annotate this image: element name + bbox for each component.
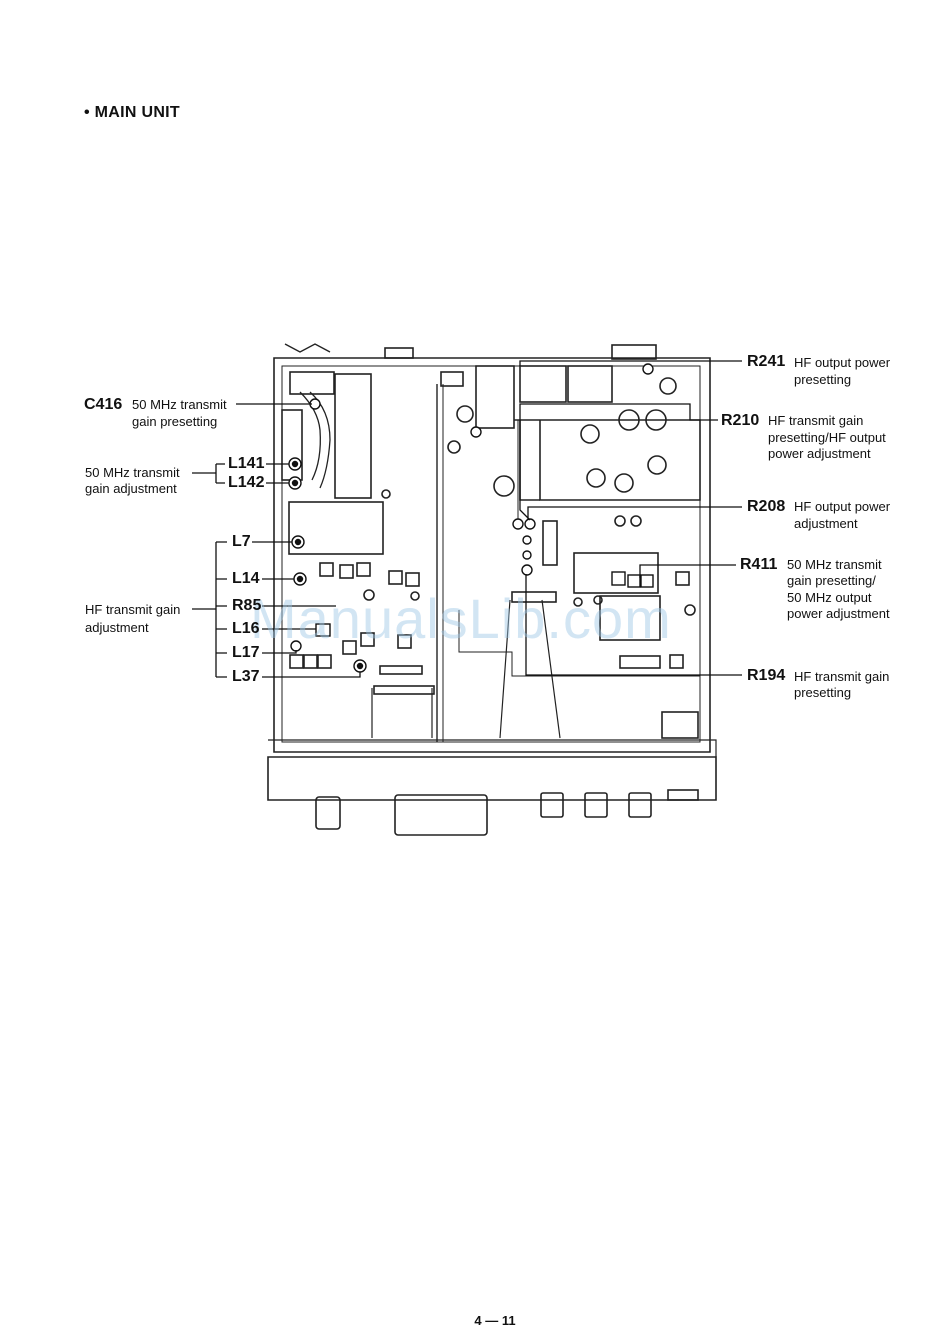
callout-r241: R241 xyxy=(747,353,786,370)
main-dial xyxy=(394,794,488,836)
c416-desc-line2: gain presetting xyxy=(132,414,218,429)
r411-desc-line4: power adjustment xyxy=(787,606,890,621)
r208-desc-line2: adjustment xyxy=(794,516,858,531)
r194-desc-line1: HF transmit gain xyxy=(794,669,890,684)
callout-l141: L141 xyxy=(228,455,265,472)
r210-desc-line1: HF transmit gain xyxy=(768,413,864,428)
r411-desc-line2: gain presetting/ xyxy=(787,573,876,588)
r208-desc-line1: HF output power xyxy=(794,499,891,514)
group-hf-line1: HF transmit gain xyxy=(85,602,181,617)
leader-r194 xyxy=(525,574,742,676)
r241-desc-line2: presetting xyxy=(794,372,852,387)
r210-desc-line3: power adjustment xyxy=(768,446,871,461)
r411-desc-line3: 50 MHz output xyxy=(787,590,872,605)
callout-r411: R411 xyxy=(740,556,778,573)
callout-l37: L37 xyxy=(232,668,260,685)
leader-r208 xyxy=(527,506,742,520)
group-hf-line2: adjustment xyxy=(85,620,149,635)
bracket-l141-l142 xyxy=(192,463,225,484)
r241-desc-line1: HF output power xyxy=(794,355,891,370)
knob-left xyxy=(315,796,341,830)
leader-r411 xyxy=(639,564,736,578)
leader-r210 xyxy=(519,403,718,521)
leader-l37 xyxy=(262,672,361,678)
r210-desc-line2: presetting/HF output xyxy=(768,430,886,445)
chassis-outline xyxy=(273,357,711,753)
callout-r210: R210 xyxy=(721,412,760,429)
callout-r194: R194 xyxy=(747,667,786,684)
bracket-hf xyxy=(192,541,227,678)
leader-r241 xyxy=(519,360,742,366)
callout-l7: L7 xyxy=(232,533,251,550)
c416-desc-line1: 50 MHz transmit xyxy=(132,397,227,412)
callout-l16: L16 xyxy=(232,620,260,637)
callout-l142: L142 xyxy=(228,474,265,491)
callout-l17: L17 xyxy=(232,644,260,661)
callout-r85: R85 xyxy=(232,597,262,614)
leader-l17 xyxy=(262,650,297,654)
callout-c416: C416 xyxy=(84,396,123,413)
watermark: ManualsLib.com xyxy=(250,587,672,650)
callout-r208: R208 xyxy=(747,498,786,515)
page-number: 4 — 11 xyxy=(474,1313,516,1328)
group-50mhz-line2: gain adjustment xyxy=(85,481,177,496)
front-panel xyxy=(267,756,717,801)
section-title: • MAIN UNIT xyxy=(84,104,181,121)
group-50mhz-line1: 50 MHz transmit xyxy=(85,465,180,480)
callout-l14: L14 xyxy=(232,570,260,587)
r411-desc-line1: 50 MHz transmit xyxy=(787,557,882,572)
r194-desc-line2: presetting xyxy=(794,685,852,700)
